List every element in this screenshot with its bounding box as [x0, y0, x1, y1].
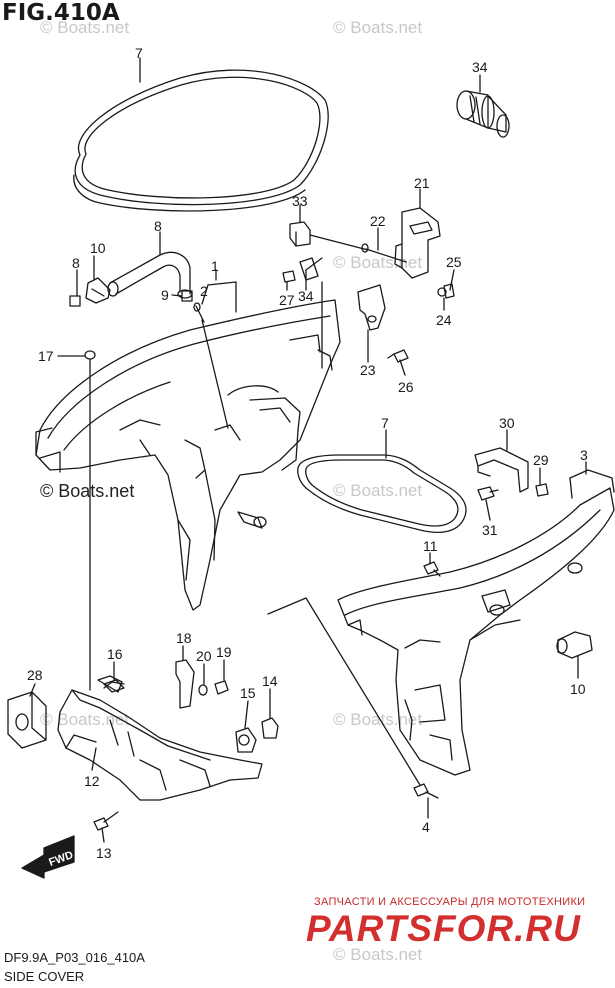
callout-22: 22 — [370, 213, 386, 229]
callout-9: 10 — [90, 240, 106, 256]
callout-34: 34 — [472, 59, 488, 75]
cover-clip-parts — [474, 447, 549, 501]
callout-12: 12 — [84, 773, 100, 789]
seal-ring-part — [73, 69, 329, 212]
callout-26: 26 — [398, 379, 414, 395]
small-fittings — [282, 221, 319, 283]
callout-28: 28 — [27, 667, 43, 683]
callout-21: 21 — [414, 175, 430, 191]
callout-1: 1 — [211, 258, 219, 274]
callout-20: 20 — [196, 648, 212, 664]
diagram-name: SIDE COVER — [4, 969, 85, 984]
callout-24: 24 — [436, 312, 452, 328]
leader-lines — [29, 57, 587, 843]
watermark: © Boats.net — [333, 945, 423, 964]
callout-27: 27 — [279, 292, 295, 308]
callout-labels: 7 34 21 33 22 8 10 1 8 25 2 9 27 34 24 1… — [27, 45, 588, 869]
callout-15: 15 — [240, 685, 256, 701]
callout-14: 14 — [262, 673, 278, 689]
callout-11: 11 — [423, 538, 438, 554]
callout-33: 34 — [298, 288, 314, 304]
watermark: © Boats.net — [40, 481, 135, 501]
forward-arrow-icon — [21, 835, 75, 879]
callout-6: 7 — [381, 415, 389, 431]
callout-8: 8 — [72, 255, 80, 271]
shop-tagline: ЗАПЧАСТИ И АКСЕССУАРЫ ДЛЯ МОТОТЕХНИКИ — [314, 896, 586, 908]
cover-seal-part — [297, 454, 467, 533]
watermark: © Boats.net — [333, 18, 423, 37]
callout-32: 33 — [292, 193, 308, 209]
callout-2: 2 — [200, 283, 208, 299]
lock-bracket-assembly — [357, 207, 455, 331]
bolt-part — [93, 811, 119, 831]
figure-title: FIG.410A — [2, 0, 120, 26]
callout-19: 19 — [216, 644, 232, 660]
callout-16: 16 — [107, 646, 123, 662]
callout-29: 29 — [533, 452, 549, 468]
callout-31: 31 — [482, 522, 498, 538]
left-side-cover-part — [35, 299, 341, 611]
grommet-part — [556, 631, 593, 659]
grommet-plug-part — [456, 90, 510, 138]
watermark: © Boats.net — [333, 481, 423, 500]
watermark: © Boats.net — [40, 18, 130, 37]
hose-part — [107, 251, 193, 299]
bolt-part — [387, 349, 409, 363]
small-fittings — [175, 659, 279, 753]
clip-part — [69, 277, 205, 323]
clip-part — [103, 679, 125, 693]
right-side-cover-part — [337, 469, 615, 776]
callout-7: 8 — [154, 218, 162, 234]
callout-3: 3 — [580, 447, 588, 463]
screw-part — [423, 561, 441, 577]
diagram-code: DF9.9A_P03_016_410A — [4, 950, 145, 965]
callout-13: 13 — [96, 845, 112, 861]
shop-logo: PARTSFOR.RU — [306, 908, 581, 949]
callout-23: 23 — [360, 362, 376, 378]
callout-10: 10 — [570, 681, 586, 697]
watermark: © Boats.net — [40, 710, 130, 729]
callout-18: 18 — [176, 630, 192, 646]
callout-17: 17 — [38, 348, 54, 364]
bolt-part — [413, 783, 439, 799]
callout-5: 7 — [135, 45, 143, 61]
lower-bracket-part — [57, 675, 263, 801]
screw-part — [84, 350, 96, 373]
callout-25: 25 — [446, 254, 462, 270]
reference-lines — [89, 234, 421, 786]
callout-4: 4 — [422, 819, 430, 835]
callout-30: 30 — [499, 415, 515, 431]
callout-8b: 9 — [161, 287, 169, 303]
grommet-block-part — [7, 691, 47, 749]
